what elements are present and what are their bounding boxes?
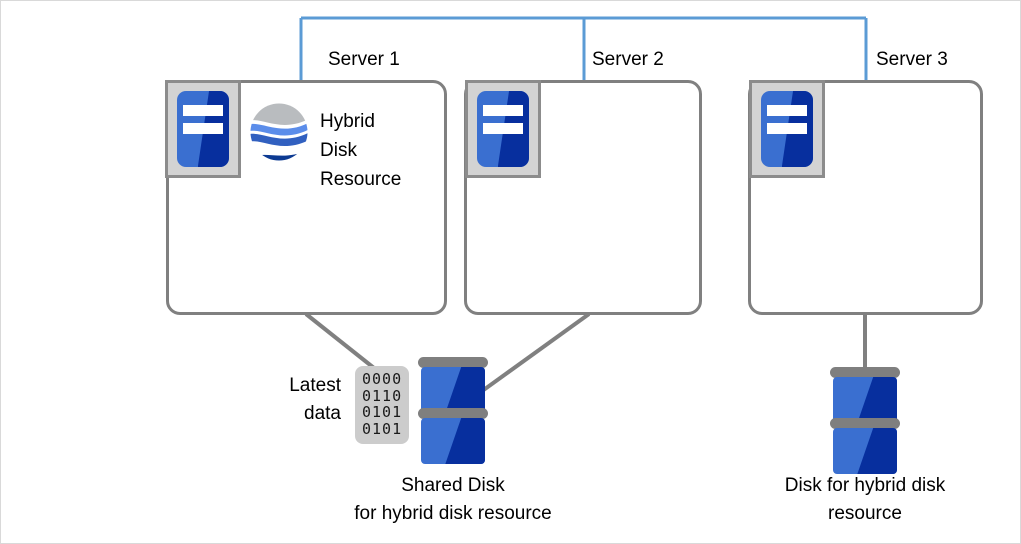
shared-disk-icon: [418, 357, 488, 469]
server-box-1[interactable]: [166, 80, 447, 315]
server-label-2: Server 2: [592, 49, 664, 70]
disk-platter: [833, 377, 897, 423]
server-label-1: Server 1: [328, 49, 400, 70]
server-slot-bar: [183, 123, 223, 134]
disk-platter: [421, 367, 485, 413]
hybrid-disk-resource-icon: [248, 101, 310, 163]
disk-platter-bar: [830, 367, 900, 378]
server-label-3: Server 3: [876, 49, 948, 70]
binary-data-icon: 0000 0110 0101 0101: [355, 366, 409, 444]
latest-data-label: Latest data: [289, 375, 341, 424]
server-slot-bar: [183, 105, 223, 116]
server-icon: [749, 80, 825, 178]
disk-platter: [833, 428, 897, 474]
hybrid-disk-resource-label: Hybrid Disk Resource: [320, 111, 402, 190]
disk-platter-bar: [418, 408, 488, 419]
disk-platter: [421, 418, 485, 464]
disk-platter-bar: [830, 418, 900, 429]
server-icon: [165, 80, 241, 178]
server-slot-bar: [767, 123, 807, 134]
server3-disk-icon: [830, 367, 900, 479]
server-slot-bar: [483, 123, 523, 134]
server-icon: [465, 80, 541, 178]
server-slot-bar: [483, 105, 523, 116]
connector-server1-to-shared-disk: [304, 312, 381, 374]
network-bus: [299, 16, 868, 80]
shared-disk-caption: Shared Disk for hybrid disk resource: [354, 475, 552, 524]
disk-platter-bar: [418, 357, 488, 368]
server-slot-bar: [767, 105, 807, 116]
server3-disk-caption: Disk for hybrid disk resource: [784, 475, 946, 524]
